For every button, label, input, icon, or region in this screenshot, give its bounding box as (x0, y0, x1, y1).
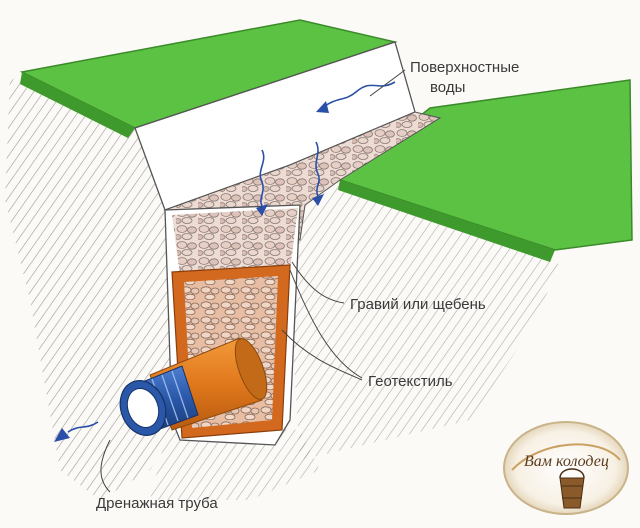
label-geotextile: Геотекстиль (368, 373, 453, 390)
logo: Вам колодец (503, 421, 629, 515)
soil-right (290, 185, 560, 460)
leader-lines (100, 69, 406, 493)
logo-ribbon (511, 443, 621, 471)
grass-right-edge (338, 180, 555, 262)
water-arrowheads (54, 101, 329, 442)
label-surface-water-2: воды (430, 79, 465, 96)
label-gravel: Гравий или щебень (350, 296, 486, 313)
label-surface-water-1: Поверхностные (410, 59, 519, 76)
bucket-icon (559, 468, 585, 509)
grass-left-edge (20, 72, 135, 138)
water-arrows (67, 81, 396, 433)
gravel-fill (172, 208, 298, 275)
label-drain-pipe: Дренажная труба (96, 495, 218, 512)
logo-text: Вам колодец (524, 453, 609, 470)
drain-pipe (119, 337, 268, 436)
